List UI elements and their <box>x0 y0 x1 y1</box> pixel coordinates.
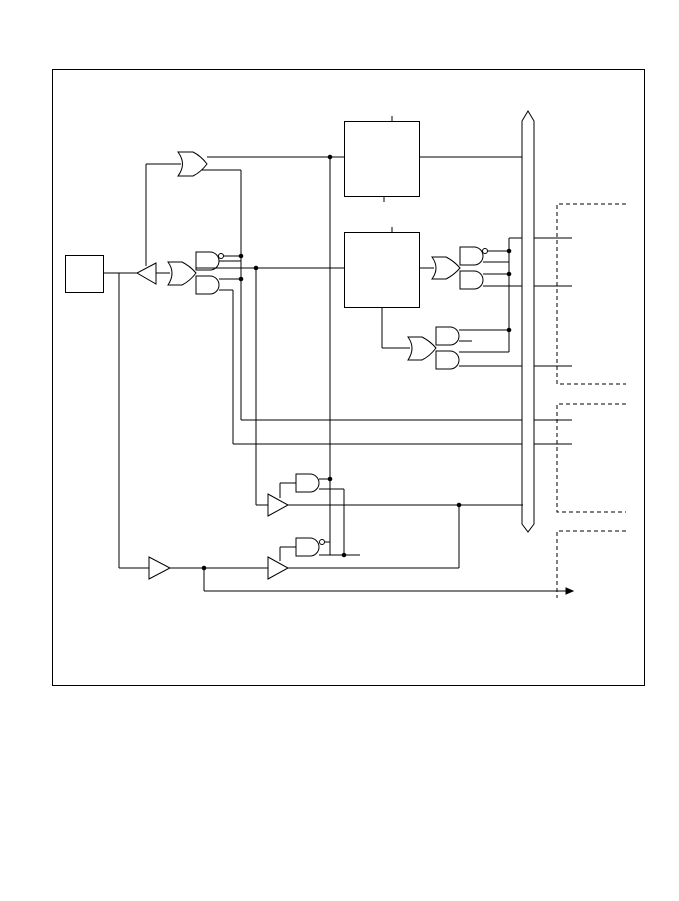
connector-box <box>556 203 626 385</box>
and-gate <box>459 246 484 266</box>
data-bus <box>521 110 535 533</box>
buffer-triangle <box>267 493 290 517</box>
inversion-bubble <box>482 248 488 254</box>
connector-box <box>556 403 626 513</box>
inversion-bubble <box>319 539 325 545</box>
or-gate <box>407 336 437 361</box>
buffer-triangle <box>135 262 157 285</box>
and-gate <box>295 537 320 557</box>
junction-dot <box>238 276 244 282</box>
buffer-triangle <box>148 556 172 580</box>
inversion-bubble <box>218 253 224 259</box>
junction-dot <box>506 271 512 277</box>
buffer-triangle <box>267 556 290 580</box>
or-gate <box>431 256 461 280</box>
register-block <box>344 121 420 197</box>
or-gate <box>177 151 208 177</box>
and-gate <box>459 270 484 290</box>
junction-dot <box>341 552 347 558</box>
arrowhead <box>565 587 575 595</box>
input-block <box>65 255 104 293</box>
diagram-frame <box>52 69 645 686</box>
and-gate <box>295 473 320 493</box>
and-gate <box>195 251 220 271</box>
and-gate <box>435 350 460 370</box>
junction-dot <box>238 253 244 259</box>
junction-dot <box>327 154 333 160</box>
or-gate <box>167 261 197 286</box>
and-gate <box>435 326 460 346</box>
junction-dot <box>506 248 512 254</box>
connector-box <box>556 530 626 598</box>
register-block <box>344 232 420 308</box>
and-gate <box>195 275 220 295</box>
